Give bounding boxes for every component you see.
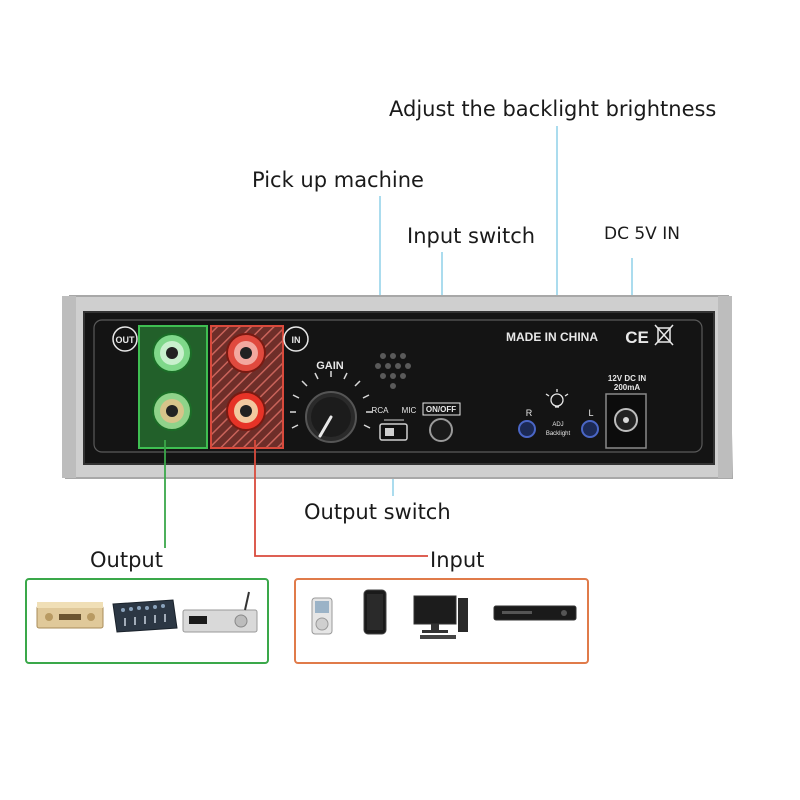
in-badge-label: IN [292, 335, 301, 345]
mp3-player-icon [311, 597, 333, 635]
input-leader-line [254, 440, 428, 557]
pickup-callout: Pick up machine [252, 168, 424, 192]
pickup-microphone-grille [375, 353, 411, 389]
onoff-label: ON/OFF [426, 405, 456, 414]
input-callout: Input [430, 548, 485, 572]
output-devices-box [25, 578, 269, 664]
mixer-icon [112, 599, 178, 633]
gain-knob-scale [290, 371, 372, 429]
smartphone-icon [363, 589, 387, 635]
gain-label: GAIN [316, 360, 344, 372]
amplifier-icon [36, 602, 104, 629]
output-jack-bottom[interactable] [152, 391, 192, 431]
backlight-r-label: R [526, 408, 533, 418]
out-badge [112, 326, 138, 352]
lightbulb-icon [545, 389, 569, 408]
input-switch-button[interactable] [429, 418, 453, 442]
backlight-r-button[interactable] [518, 420, 536, 438]
casing-side-right [718, 296, 732, 478]
gain-knob[interactable] [305, 391, 357, 443]
weee-bin-icon [654, 324, 674, 346]
backlight-l-label: L [588, 408, 593, 418]
input-devices-box [294, 578, 589, 664]
output-callout: Output [90, 548, 163, 572]
backlight-l-button[interactable] [581, 420, 599, 438]
casing-side-left [62, 296, 76, 478]
desktop-computer-icon [413, 595, 468, 639]
dc-power-jack[interactable] [605, 393, 647, 449]
output-jack-top[interactable] [152, 333, 192, 373]
power-rating-line1: 12V DC IN [608, 374, 646, 383]
power-rating-line2: 200mA [614, 383, 640, 392]
input-jack-top[interactable] [226, 333, 266, 373]
panel-inner-border [93, 319, 703, 453]
ce-mark: CE [625, 328, 649, 347]
in-badge [283, 326, 309, 352]
onoff-label-box [422, 402, 461, 416]
backlight-callout: Adjust the backlight brightness [389, 97, 717, 121]
made-in-label: MADE IN CHINA [506, 330, 598, 344]
dac-icon [182, 591, 258, 633]
output-switch-callout: Output switch [304, 500, 451, 524]
output-switch-slider [385, 428, 394, 436]
mic-label: MIC [402, 406, 417, 415]
rca-label: RCA [372, 406, 390, 415]
dc-in-callout: DC 5V IN [604, 224, 680, 244]
out-badge-label: OUT [116, 335, 136, 345]
input-jack-bottom[interactable] [226, 391, 266, 431]
input-switch-callout: Input switch [407, 224, 536, 248]
dvd-player-icon [493, 605, 577, 621]
backlight-label: Backlight [546, 431, 571, 437]
adj-label: ADJ [552, 422, 563, 428]
